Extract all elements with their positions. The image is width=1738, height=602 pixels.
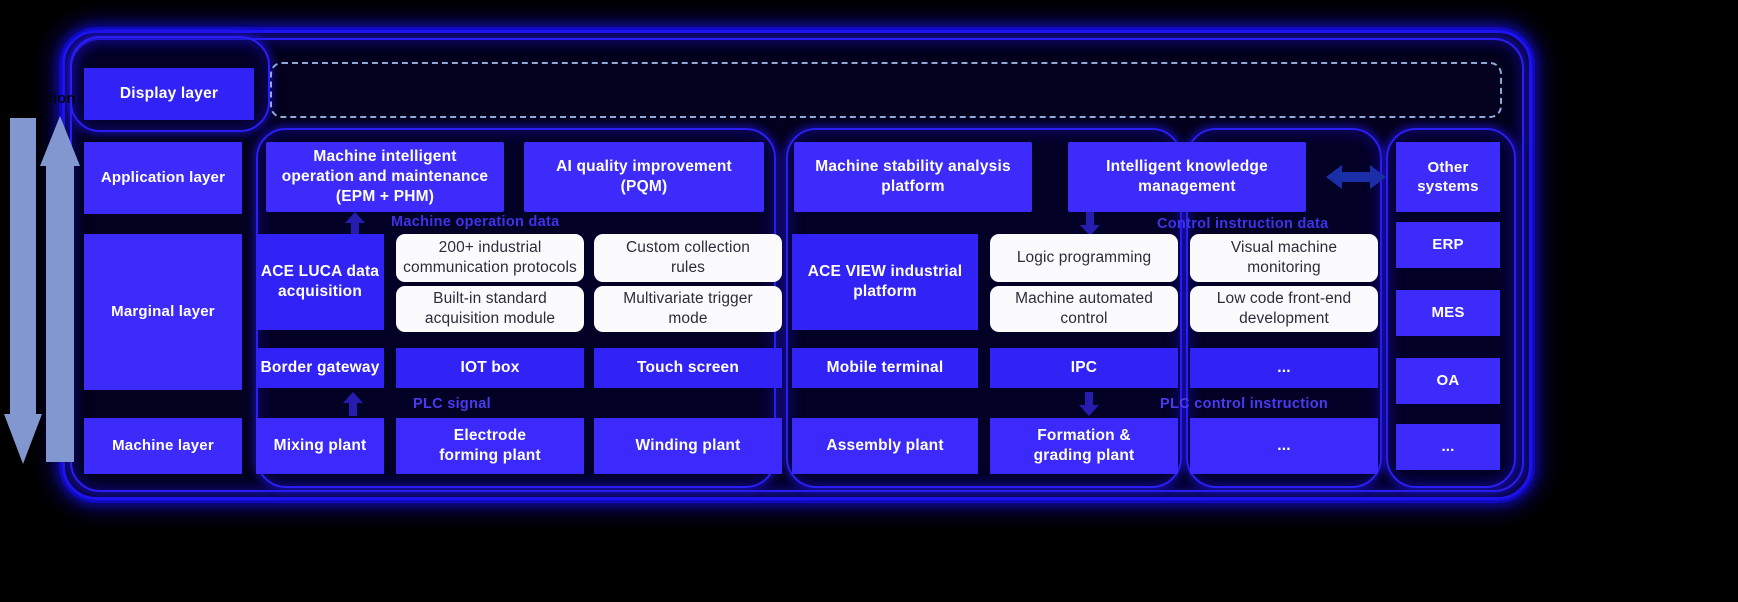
- platform-box-ace-luca[interactable]: ACE LUCA data acquisition: [256, 234, 384, 330]
- feature-box-protocols[interactable]: 200+ industrial communication protocols: [396, 234, 584, 282]
- feature-box-low-code-label: Low code front-end development: [1216, 290, 1352, 327]
- app-box-ai-quality-label: AI quality improvement (PQM): [556, 158, 732, 195]
- app-box-knowledge[interactable]: Intelligent knowledge management: [1068, 142, 1306, 212]
- feature-box-protocols-label: 200+ industrial communication protocols: [403, 239, 577, 276]
- layer-label-display[interactable]: Display layer: [84, 68, 254, 120]
- feature-box-trigger-mode[interactable]: Multivariate trigger mode: [594, 286, 782, 332]
- plant-box-electrode-forming[interactable]: Electrode forming plant: [396, 418, 584, 474]
- plant-box-assembly-label: Assembly plant: [826, 437, 944, 455]
- device-box-touch-screen[interactable]: Touch screen: [594, 348, 782, 388]
- feature-box-low-code[interactable]: Low code front-end development: [1190, 286, 1378, 332]
- plant-box-ellipsis-label: ...: [1277, 437, 1291, 455]
- flow-label-machine-operation-data: Machine operation data: [391, 214, 560, 230]
- device-box-iot-box[interactable]: IOT box: [396, 348, 584, 388]
- plant-box-assembly[interactable]: Assembly plant: [792, 418, 978, 474]
- right-column-mes[interactable]: MES: [1396, 290, 1500, 336]
- right-column-ellipsis[interactable]: ...: [1396, 424, 1500, 470]
- plant-box-mixing[interactable]: Mixing plant: [256, 418, 384, 474]
- app-box-epm-phm[interactable]: Machine intelligent operation and mainte…: [266, 142, 504, 212]
- app-box-knowledge-label: Intelligent knowledge management: [1106, 158, 1268, 195]
- feature-box-visual-monitoring-label: Visual machine monitoring: [1230, 239, 1338, 276]
- clipped-side-caption: tion: [48, 90, 76, 107]
- feature-box-acquisition-module-label: Built-in standard acquisition module: [424, 290, 556, 327]
- app-box-stability-label: Machine stability analysis platform: [815, 158, 1011, 195]
- device-box-border-gateway[interactable]: Border gateway: [256, 348, 384, 388]
- layer-label-application[interactable]: Application layer: [84, 142, 242, 214]
- right-column-other-systems-label: Other systems: [1417, 158, 1479, 195]
- feature-box-automated-control-label: Machine automated control: [1015, 290, 1153, 327]
- feature-box-custom-collection[interactable]: Custom collection rules: [594, 234, 782, 282]
- upward-mini-arrow-plc: [343, 392, 363, 416]
- downward-mini-arrow-right: [1080, 212, 1100, 236]
- plant-box-electrode-forming-label: Electrode forming plant: [439, 427, 541, 464]
- right-column-oa[interactable]: OA: [1396, 358, 1500, 404]
- feature-box-visual-monitoring[interactable]: Visual machine monitoring: [1190, 234, 1378, 282]
- app-box-stability[interactable]: Machine stability analysis platform: [794, 142, 1032, 212]
- device-box-ellipsis[interactable]: ...: [1190, 348, 1378, 388]
- layer-label-machine[interactable]: Machine layer: [84, 418, 242, 474]
- display-layer-dashed-region: [270, 62, 1502, 118]
- device-box-ipc[interactable]: IPC: [990, 348, 1178, 388]
- plant-box-formation-grading[interactable]: Formation & grading plant: [990, 418, 1178, 474]
- device-box-mobile-terminal[interactable]: Mobile terminal: [792, 348, 978, 388]
- app-box-epm-phm-label: Machine intelligent operation and mainte…: [281, 148, 489, 205]
- layer-label-marginal[interactable]: Marginal layer: [84, 234, 242, 390]
- app-box-ai-quality[interactable]: AI quality improvement (PQM): [524, 142, 764, 212]
- platform-box-ace-luca-label: ACE LUCA data acquisition: [260, 263, 380, 300]
- feature-box-trigger-mode-label: Multivariate trigger mode: [623, 290, 753, 327]
- upward-mini-arrow-left: [345, 212, 365, 236]
- plant-box-mixing-label: Mixing plant: [273, 437, 367, 455]
- platform-box-ace-view-label: ACE VIEW industrial platform: [807, 263, 963, 300]
- plant-box-formation-grading-label: Formation & grading plant: [1033, 427, 1135, 464]
- layer-label-application-text: Application layer: [100, 169, 226, 187]
- flow-label-plc-signal: PLC signal: [413, 396, 491, 412]
- plant-box-ellipsis[interactable]: ...: [1190, 418, 1378, 474]
- upward-flow-arrow: [40, 116, 80, 462]
- bidirectional-link-arrow: [1326, 163, 1386, 191]
- right-column-erp[interactable]: ERP: [1396, 222, 1500, 268]
- flow-label-control-instruction-data: Control instruction data: [1157, 216, 1329, 232]
- feature-box-logic-programming[interactable]: Logic programming: [990, 234, 1178, 282]
- feature-box-logic-programming-label: Logic programming: [1016, 249, 1152, 267]
- downward-flow-arrow: [4, 118, 42, 464]
- plant-box-winding-label: Winding plant: [635, 437, 741, 455]
- flow-label-plc-control-instruction: PLC control instruction: [1160, 396, 1329, 412]
- right-column-other-systems[interactable]: Other systems: [1396, 142, 1500, 212]
- platform-box-ace-view[interactable]: ACE VIEW industrial platform: [792, 234, 978, 330]
- feature-box-custom-collection-label: Custom collection rules: [625, 239, 751, 276]
- feature-box-acquisition-module[interactable]: Built-in standard acquisition module: [396, 286, 584, 332]
- downward-mini-arrow-plc: [1079, 392, 1099, 416]
- plant-box-winding[interactable]: Winding plant: [594, 418, 782, 474]
- feature-box-automated-control[interactable]: Machine automated control: [990, 286, 1178, 332]
